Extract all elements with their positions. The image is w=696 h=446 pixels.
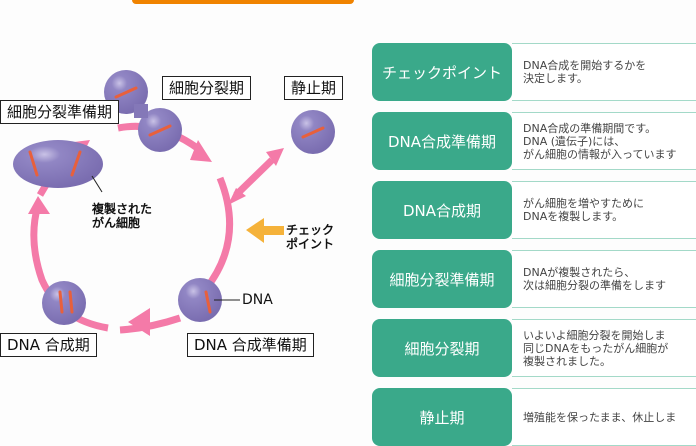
legend-desc: DNA合成を開始するかを 決定します。 — [512, 43, 696, 101]
dna-icon — [28, 86, 325, 314]
arrowhead-icon — [28, 196, 50, 214]
legend-row: 静止期 増殖能を保ったまま、休止しま — [372, 388, 696, 446]
label-s-phase: DNA 合成期 — [0, 333, 97, 357]
desc-line: DNA合成の準備期間です。 — [523, 121, 657, 135]
cell-s — [42, 281, 86, 325]
cycle-arc-g0 — [233, 157, 275, 198]
desc-line: DNAが複製されたら、 — [523, 266, 636, 279]
desc-line: 決定します。 — [523, 72, 588, 85]
cell-replicated — [13, 140, 103, 188]
label-g2-phase: 細胞分裂準備期 — [0, 100, 120, 124]
desc-line: 複製されました。 — [523, 354, 611, 368]
cycle-arc-checkpoint — [202, 176, 234, 293]
arrowhead-icon — [190, 140, 212, 162]
legend-row: 細胞分裂期 いよいよ細胞分裂を開始しま 同じDNAをもったがん細胞が 複製されま… — [372, 319, 696, 377]
desc-line: 同じDNAをもったがん細胞が — [523, 341, 669, 355]
arrowhead-icon — [228, 188, 246, 205]
desc-line: いよいよ細胞分裂を開始しま — [523, 328, 666, 342]
legend-tag: チェックポイント — [372, 43, 512, 101]
legend-row: DNA合成期 がん細胞を増やすために DNAを複製します。 — [372, 181, 696, 239]
legend-row: チェックポイント DNA合成を開始するかを 決定します。 — [372, 43, 696, 101]
annotation-replicated-cell: 複製された がん細胞 — [92, 202, 153, 230]
header-banner — [132, 0, 354, 4]
cell-cycle-diagram — [13, 70, 335, 336]
desc-line: DNAを複製します。 — [523, 210, 624, 223]
annotation-checkpoint: チェック ポイント — [286, 223, 335, 251]
legend-desc: がん細胞を増やすために DNAを複製します。 — [512, 181, 696, 239]
legend-tag: DNA合成期 — [372, 181, 512, 239]
legend-row: 細胞分裂準備期 DNAが複製されたら、 次は細胞分裂の準備をします — [372, 250, 696, 308]
legend-tag: 細胞分裂期 — [372, 319, 512, 377]
legend-tag: DNA合成準備期 — [372, 112, 512, 170]
cycle-arc-s-to-g2 — [30, 204, 109, 332]
pointer-line — [91, 175, 103, 193]
desc-line: DNA (遺伝子)には、 — [523, 134, 626, 148]
desc-line: DNA合成を開始するかを — [523, 59, 647, 72]
desc-line: 増殖能を保ったまま、休止しま — [523, 410, 677, 424]
desc-line: がん細胞の情報が入っています — [523, 147, 677, 161]
cell-dividing-neck — [134, 104, 148, 118]
legend-desc: いよいよ細胞分裂を開始しま 同じDNAをもったがん細胞が 複製されました。 — [512, 319, 696, 377]
label-g0-phase: 静止期 — [284, 76, 344, 100]
checkpoint-arrow-icon — [246, 218, 284, 243]
arrowhead-icon — [266, 148, 284, 166]
label-g1-phase: DNA 合成準備期 — [187, 333, 314, 357]
desc-line: 次は細胞分裂の準備をします — [523, 279, 666, 292]
legend-tag: 静止期 — [372, 388, 512, 446]
legend-row: DNA合成準備期 DNA合成の準備期間です。 DNA (遺伝子)には、 がん細胞… — [372, 112, 696, 170]
legend-desc: 増殖能を保ったまま、休止しま — [512, 388, 696, 446]
legend-desc: DNA合成の準備期間です。 DNA (遺伝子)には、 がん細胞の情報が入っていま… — [512, 112, 696, 170]
legend-tag: 細胞分裂準備期 — [372, 250, 512, 308]
desc-line: がん細胞を増やすために — [523, 197, 644, 210]
annotation-dna: DNA — [242, 292, 273, 308]
arrowhead-icon — [128, 308, 150, 336]
legend-desc: DNAが複製されたら、 次は細胞分裂の準備をします — [512, 250, 696, 308]
label-m-phase: 細胞分裂期 — [162, 76, 252, 100]
